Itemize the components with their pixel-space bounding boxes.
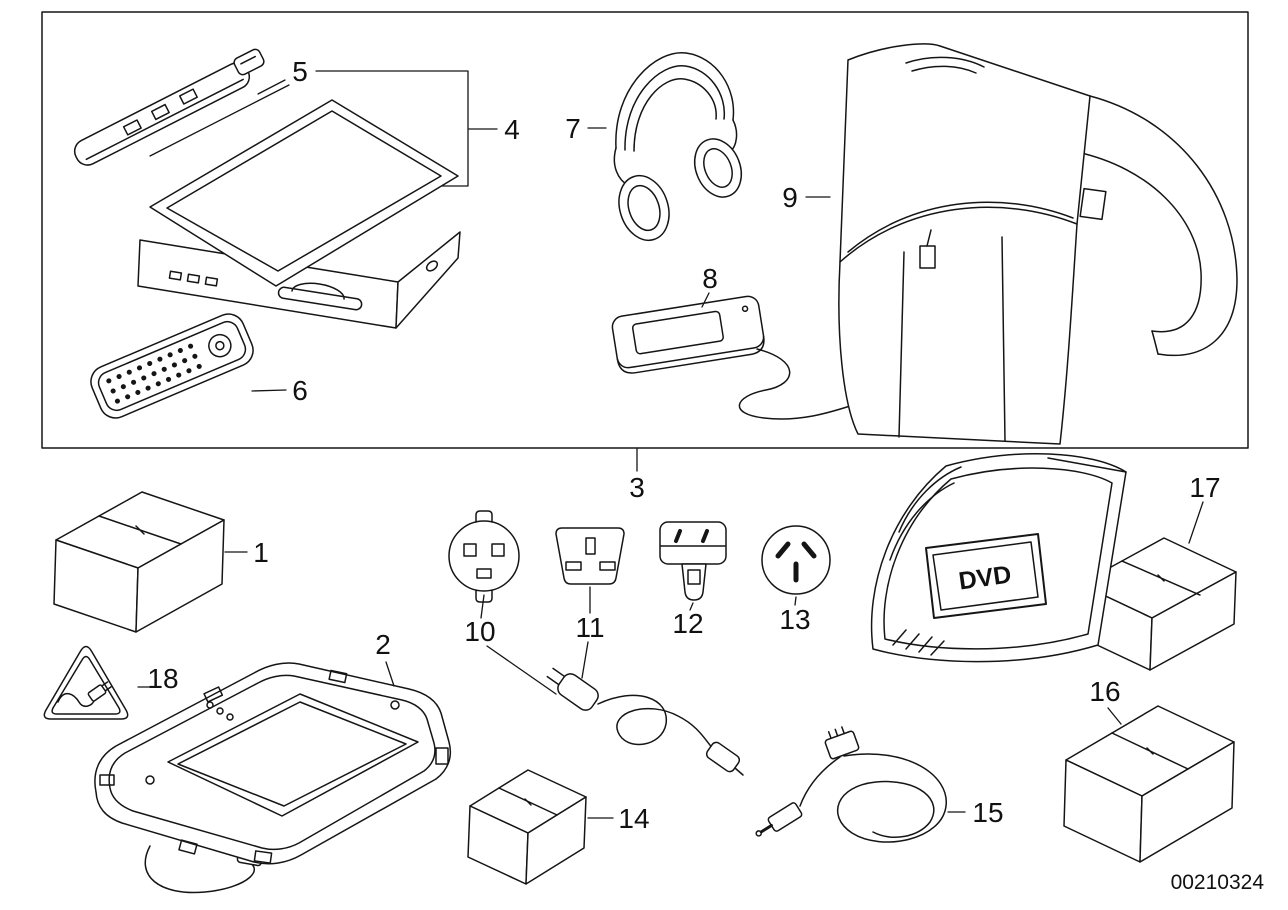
- part-label-12: 12: [672, 608, 703, 639]
- plug-adapter-schuko-drawing: [448, 510, 520, 603]
- plug-adapter-us-drawing: [659, 521, 727, 601]
- remote-control-drawing: [90, 313, 254, 419]
- part-label-3: 3: [629, 472, 645, 503]
- part-label-16: 16: [1089, 676, 1120, 707]
- carton-box-16-drawing: [1063, 705, 1235, 863]
- part-label-10: 10: [464, 616, 495, 647]
- part-label-13: 13: [779, 604, 810, 635]
- plug-adapter-uk-drawing: [555, 527, 625, 585]
- part-number: 00210324: [1171, 871, 1265, 894]
- mounting-frame-drawing: [94, 662, 452, 894]
- part-label-7: 7: [565, 113, 581, 144]
- part-label-14: 14: [618, 803, 649, 834]
- plug-adapter-aus-drawing: [761, 525, 831, 595]
- part-label-17: 17: [1189, 472, 1220, 503]
- part-label-5: 5: [292, 56, 308, 87]
- part-label-4: 4: [504, 114, 520, 145]
- headphones-drawing: [613, 52, 743, 241]
- part-label-15: 15: [972, 797, 1003, 828]
- part-label-2: 2: [375, 629, 391, 660]
- carrying-bag-drawing: [838, 43, 1238, 445]
- carton-box-14-drawing: [467, 769, 587, 885]
- part-label-6: 6: [292, 375, 308, 406]
- warning-triangle-drawing: [43, 645, 129, 720]
- part-label-1: 1: [253, 537, 269, 568]
- car-window-screen-drawing: [870, 453, 1127, 663]
- mounting-rail-drawing: [73, 48, 265, 166]
- part-label-11: 11: [575, 612, 604, 643]
- power-cord-drawing: [546, 667, 744, 776]
- dvd-player-drawing: [137, 99, 461, 329]
- carton-box-1-drawing: [53, 491, 225, 633]
- power-adapter-drawing: [611, 295, 898, 423]
- leader-lines: [137, 70, 1204, 819]
- part-label-9: 9: [782, 182, 798, 213]
- part-label-18: 18: [147, 663, 178, 694]
- av-cable-drawing: [755, 726, 947, 843]
- group-frame: [41, 11, 1249, 449]
- part-label-8: 8: [702, 263, 718, 294]
